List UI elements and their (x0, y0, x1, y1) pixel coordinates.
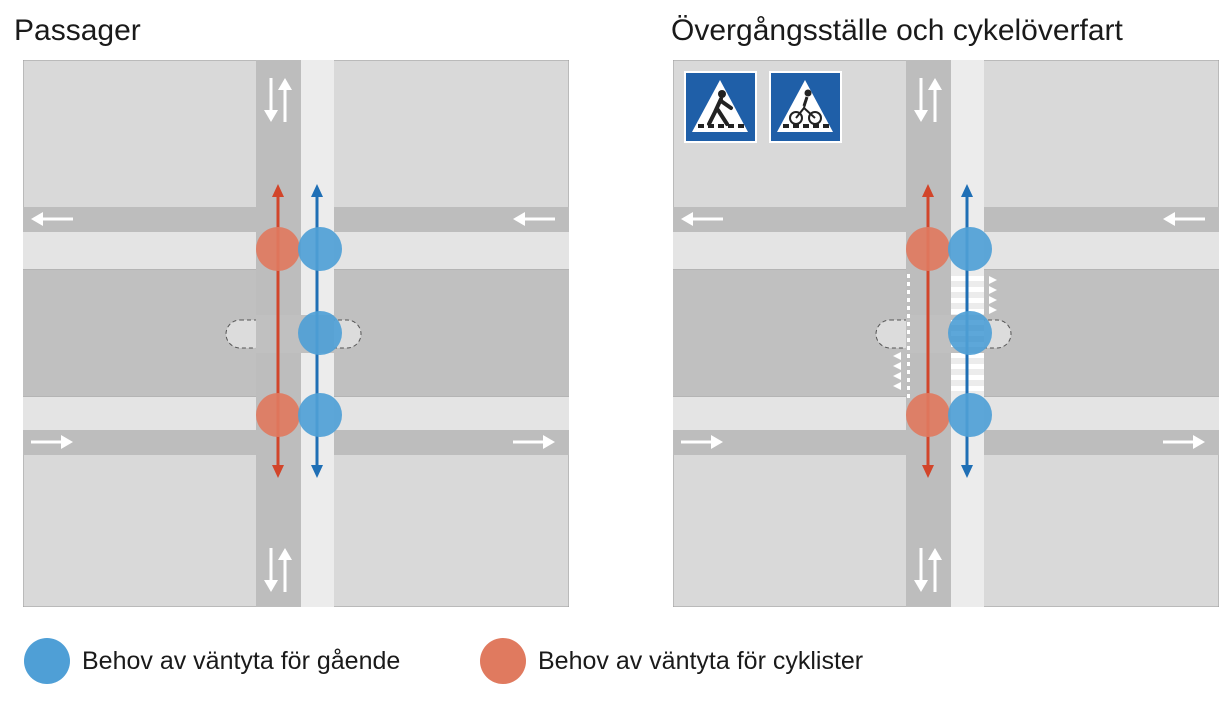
cyclist-flow-arrow-head-up (272, 184, 284, 197)
arrow-left-icon-head (1163, 212, 1175, 226)
cycle-crossing-sign-icon-bar (813, 124, 819, 128)
arrow-left-icon-head (31, 212, 43, 226)
pedestrian-waiting-area (948, 393, 992, 437)
cyclist-waiting-area (256, 393, 300, 437)
cycle-crossing-dot (907, 282, 910, 286)
arrow-up-icon-head (278, 548, 292, 560)
pedestrian-crossing-sign-icon-bar (728, 124, 734, 128)
arrow-right-icon-head (61, 435, 73, 449)
cycle-crossing-sign-icon-wheel-front (808, 111, 822, 125)
arrow-right-icon-head (711, 435, 723, 449)
pedestrian-crossing-sign-icon-figure (707, 97, 733, 126)
cycle-crossing-dot (907, 394, 910, 398)
cycle-crossing-dot (907, 330, 910, 334)
arrow-up-icon-head (928, 548, 942, 560)
yield-triangle (893, 372, 901, 380)
panel-title-passage: Passager (14, 14, 141, 47)
pedestrian-waiting-area-island (298, 311, 342, 355)
pedestrian-waiting-area (298, 393, 342, 437)
cycle-crossing-sign-icon-wheel-back (789, 111, 803, 125)
cycle-crossing-dot (907, 274, 910, 278)
yield-triangle (989, 286, 997, 294)
cycle-crossing-dot (907, 378, 910, 382)
cycle-crossing-dot (907, 362, 910, 366)
pedestrian-crossing-sign-icon-bar (718, 124, 724, 128)
cyclist-flow-arrow-head-down (272, 465, 284, 478)
pedestrian-waiting-area-island (948, 311, 992, 355)
cycle-crossing-dot (907, 290, 910, 294)
cyclist-flow-arrow-head-down (922, 465, 934, 478)
pedestrian-crossing-sign-icon-bar (698, 124, 704, 128)
legend-pedestrian-dot-icon (24, 638, 70, 684)
yield-triangle (989, 306, 997, 314)
pedestrian-flow-arrow-head-up (311, 184, 323, 197)
legend-cyclist-label: Behov av väntyta för cyklister (538, 646, 864, 675)
arrow-down-icon-head (914, 110, 928, 122)
pedestrian-crossing-sign-icon-bar (708, 124, 714, 128)
cycle-crossing-dot (907, 354, 910, 358)
cycle-crossing-dot (907, 322, 910, 326)
arrow-down-icon-head (264, 580, 278, 592)
cyclist-waiting-area (906, 393, 950, 437)
cycle-crossing-dot (907, 306, 910, 310)
cycle-crossing-sign-icon-bar (803, 124, 809, 128)
cycle-crossing-dot (907, 338, 910, 342)
pedestrian-flow-arrow-head-down (961, 465, 973, 478)
arrow-right-icon-head (1193, 435, 1205, 449)
arrow-left-icon-head (681, 212, 693, 226)
cycle-crossing-dot (907, 346, 910, 350)
legend-item-cyclist: Behov av väntyta för cyklister (480, 638, 863, 684)
pedestrian-flow-arrow-head-up (961, 184, 973, 197)
intersection-diagram-passage (23, 60, 569, 607)
pedestrian-flow-arrow-head-down (311, 465, 323, 478)
arrow-down-icon-head (914, 580, 928, 592)
cyclist-waiting-area (256, 227, 300, 271)
pedestrian-crossing-sign-icon-triangle (692, 80, 748, 132)
pedestrian-crossing-sign-icon (684, 71, 757, 143)
cycle-crossing-sign-icon (769, 71, 842, 143)
pedestrian-waiting-area (298, 227, 342, 271)
pedestrian-crossing-sign-icon-bar (738, 124, 744, 128)
cyclist-waiting-area (906, 227, 950, 271)
arrow-left-icon-head (513, 212, 525, 226)
cyclist-flow-arrow-head-up (922, 184, 934, 197)
arrow-up-icon-head (928, 78, 942, 90)
legend-cyclist-dot-icon (480, 638, 526, 684)
yield-triangle (893, 382, 901, 390)
cycle-crossing-sign-icon-bar (793, 124, 799, 128)
cycle-crossing-dot (907, 386, 910, 390)
legend-item-pedestrian: Behov av väntyta för gående (24, 638, 400, 684)
yield-triangle (989, 296, 997, 304)
yield-triangle (893, 352, 901, 360)
panel-title-crossing: Övergångsställe och cykelöverfart (671, 14, 1123, 47)
cycle-crossing-dot (907, 314, 910, 318)
arrow-right-icon-head (543, 435, 555, 449)
pedestrian-crossing-sign-icon-head (718, 90, 726, 98)
pedestrian-waiting-area (948, 227, 992, 271)
yield-triangle (989, 276, 997, 284)
legend-pedestrian-label: Behov av väntyta för gående (82, 646, 401, 675)
cycle-crossing-sign-icon-bar (823, 124, 829, 128)
cycle-crossing-sign-icon-bar (783, 124, 789, 128)
arrow-up-icon-head (278, 78, 292, 90)
arrow-down-icon-head (264, 110, 278, 122)
cycle-crossing-dot (907, 370, 910, 374)
yield-triangle (893, 362, 901, 370)
cycle-crossing-sign-icon-rider (802, 96, 809, 107)
cycle-crossing-sign-icon-rider-head (804, 89, 812, 97)
cycle-crossing-dot (907, 298, 910, 302)
intersection-diagram-crossing (673, 60, 1219, 607)
